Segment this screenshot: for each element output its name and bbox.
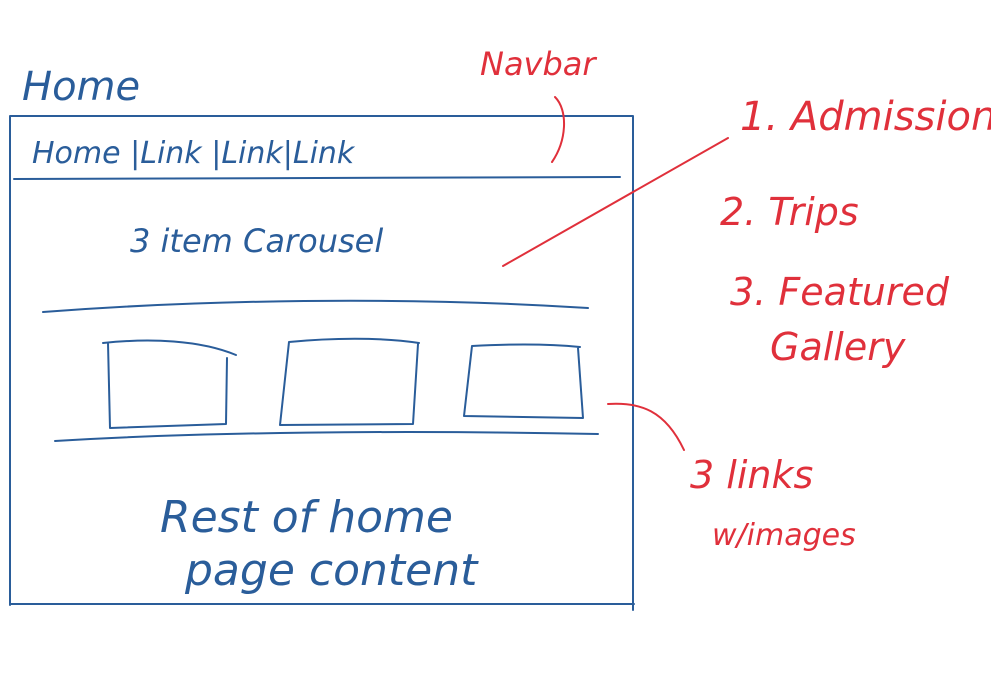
content-placeholder-line2: page content [184,545,479,596]
carousel-annotation-arrow [502,137,729,267]
navbar-annotation-bracket [551,96,566,163]
carousel-label: 3 item Carousel [130,222,383,260]
navbar-divider [13,176,621,180]
page-title: Home [22,64,140,110]
carousel-item-3: 3. Featured [730,270,950,314]
carousel-divider-top [42,299,589,313]
links-annotation-arrow [607,402,685,451]
carousel-item-2: 2. Trips [720,190,859,234]
links-annotation-line1: 3 links [690,453,813,497]
page-frame [9,115,635,611]
navbar-annotation: Navbar [480,45,597,83]
carousel-item-3-cont: Gallery [770,325,906,369]
navbar-links: Home |Link |Link|Link [32,136,356,171]
carousel-divider-bottom [54,431,599,442]
carousel-item-1: 1. Admissions [740,94,991,140]
image-link-box-2 [279,337,420,426]
image-link-box-1 [102,339,237,429]
image-link-box-3 [463,343,584,419]
links-annotation-line2: w/images [712,518,856,553]
content-placeholder-line1: Rest of home [160,492,453,543]
